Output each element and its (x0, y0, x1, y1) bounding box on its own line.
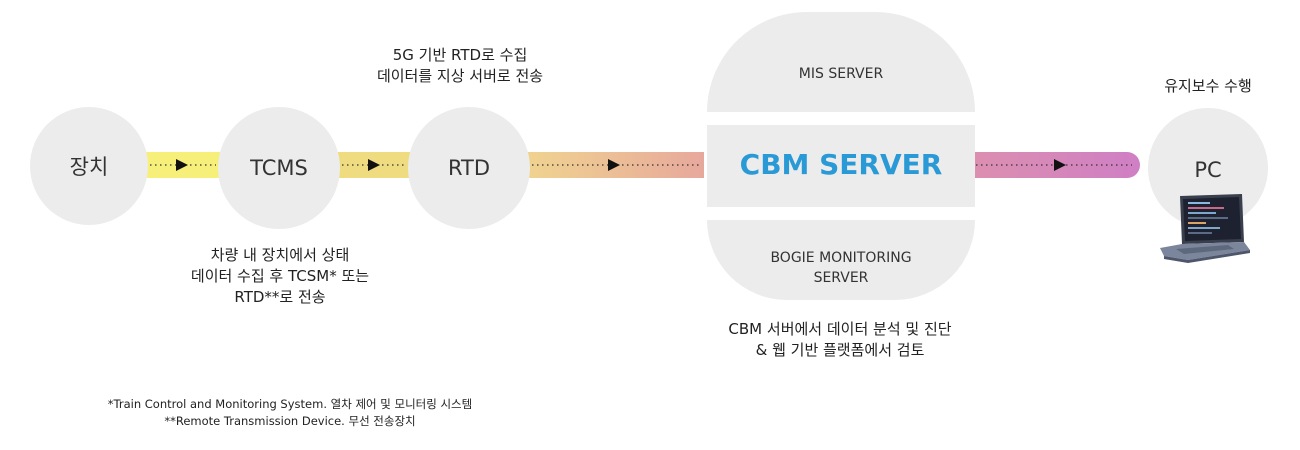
flow-bar-device-tcms (146, 152, 220, 178)
caption-line: & 웹 기반 플랫폼에서 검토 (755, 341, 925, 359)
caption-line: 데이터를 지상 서버로 전송 (376, 67, 544, 85)
node-pc-label: PC (1194, 158, 1222, 182)
mis-server-label: MIS SERVER (798, 66, 884, 82)
cbm-server-label: CBM SERVER (739, 148, 943, 181)
bogie-server-label-line2: SERVER (813, 270, 869, 286)
flow-bar-cbm-pc (972, 152, 1140, 178)
node-tcms-label: TCMS (250, 156, 308, 180)
flow-bar-rtd-cbm (528, 152, 704, 178)
caption-line: RTD**로 전송 (234, 288, 326, 306)
arrow-right-icon (976, 159, 1132, 171)
caption-line: 데이터 수집 후 TCSM* 또는 (190, 267, 370, 285)
caption-cbm: CBM 서버에서 데이터 분석 및 진단 & 웹 기반 플랫폼에서 검토 (690, 319, 990, 361)
footnotes: *Train Control and Monitoring System. 열차… (60, 396, 520, 430)
bogie-server-label-line1: BOGIE MONITORING (770, 250, 912, 266)
node-rtd: RTD (408, 107, 530, 229)
footnote-rtd: **Remote Transmission Device. 무선 전송장치 (164, 414, 416, 428)
node-device: 장치 (30, 107, 148, 225)
node-device-label: 장치 (69, 155, 109, 179)
arrow-right-icon (342, 159, 406, 171)
caption-line: 차량 내 장치에서 상태 (210, 246, 350, 264)
bogie-monitoring-server: BOGIE MONITORING SERVER (707, 220, 975, 300)
mis-server: MIS SERVER (707, 12, 975, 112)
arrow-right-icon (532, 159, 700, 171)
caption-pc: 유지보수 수행 (1164, 77, 1252, 95)
caption-line: 5G 기반 RTD로 수집 (392, 46, 528, 64)
caption-tcms: 차량 내 장치에서 상태 데이터 수집 후 TCSM* 또는 RTD**로 전송 (160, 245, 400, 308)
caption-rtd: 5G 기반 RTD로 수집 데이터를 지상 서버로 전송 (340, 45, 580, 87)
arrow-right-icon (150, 159, 216, 171)
server-stack: MIS SERVER CBM SERVER BOGIE MONITORING S… (707, 12, 975, 300)
caption-line: CBM 서버에서 데이터 분석 및 진단 (728, 320, 952, 338)
flow-bar-tcms-rtd (338, 152, 410, 178)
node-tcms: TCMS (218, 107, 340, 229)
bogie-server-label: BOGIE MONITORING SERVER (707, 248, 975, 288)
laptop-icon (1160, 194, 1250, 263)
cbm-server: CBM SERVER (707, 125, 975, 207)
node-rtd-label: RTD (447, 156, 491, 180)
footnote-tcms: *Train Control and Monitoring System. 열차… (107, 397, 473, 411)
